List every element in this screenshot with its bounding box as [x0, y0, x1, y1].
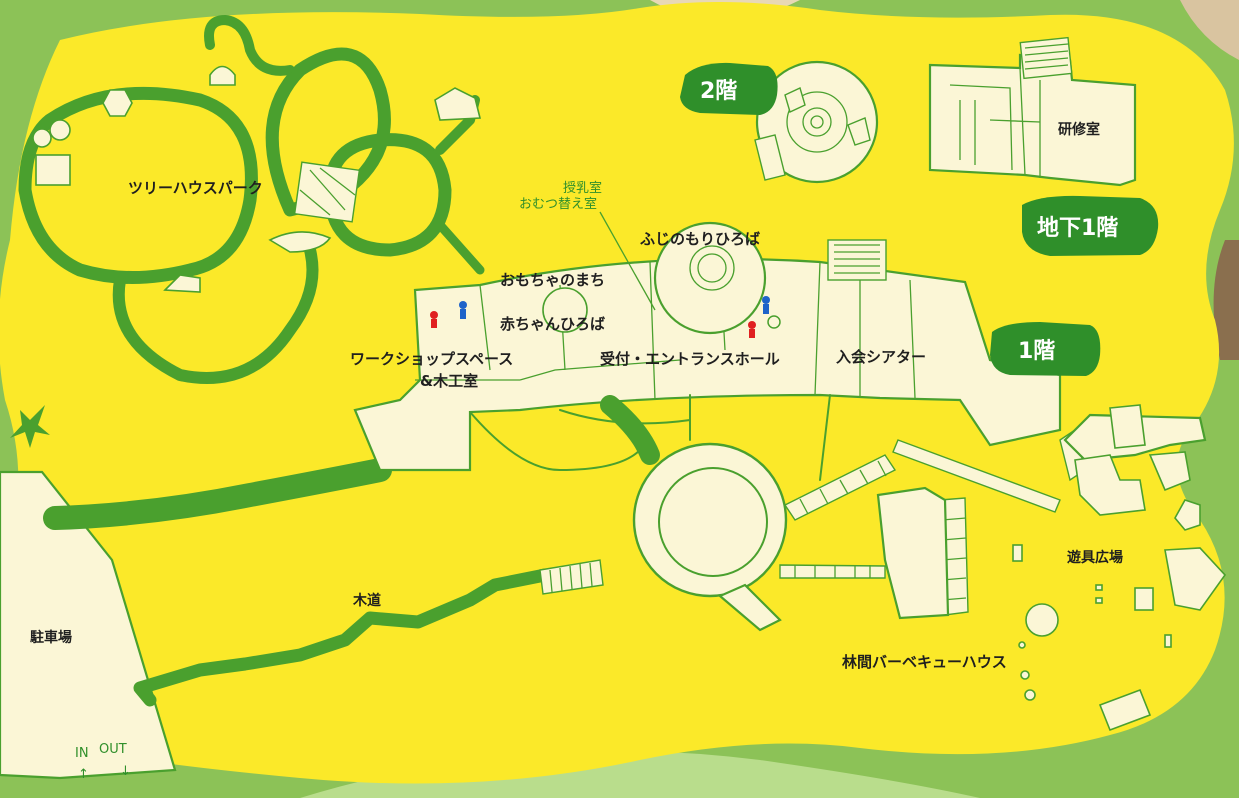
floor-badge-2f: 2階 [680, 62, 778, 115]
label-nursing-room: 授乳室 [563, 180, 602, 196]
entrance-in-label: IN [75, 746, 89, 761]
label-fuji-forest-plaza: ふじのもりひろば [640, 230, 760, 248]
label-parking: 駐車場 [30, 629, 72, 646]
label-theater: 入会シアター [836, 348, 926, 366]
restroom-icons [430, 296, 781, 338]
label-treehouse-park: ツリーハウスパーク [128, 179, 263, 197]
label-training-room: 研修室 [1058, 121, 1100, 138]
central-round-plaza-inner [658, 467, 768, 577]
baby-plaza-circle [542, 287, 588, 333]
floor-1f-label: 1階 [1018, 339, 1055, 364]
treehouse-park-paths [18, 15, 485, 384]
main-building-1f [353, 257, 1062, 472]
label-toy-town: おもちゃのまち [500, 271, 605, 289]
treehouse-icons [10, 65, 482, 448]
basement-building [928, 36, 1137, 187]
main-road-fill [45, 460, 390, 528]
fuji-forest-plaza-inner [689, 245, 735, 291]
nursing-room-pointer [599, 211, 656, 311]
entrance-out-arrow: ↓ [120, 764, 131, 779]
parking-lot [0, 470, 177, 780]
entrance-out-label: OUT [99, 742, 127, 757]
fuji-forest-plaza-dome [653, 221, 767, 335]
label-reception-hall: 受付・エントランスホール [600, 350, 780, 368]
label-playground: 遊具広場 [1067, 549, 1123, 566]
label-baby-plaza: 赤ちゃんひろば [500, 315, 605, 333]
yard-outlines [469, 394, 831, 481]
photo-edge-right [1213, 240, 1239, 360]
floor-2f-label: 2階 [700, 79, 737, 104]
label-diaper-room: おむつ替え室 [519, 196, 597, 212]
floor-2-building [754, 60, 879, 184]
photo-corner-right [1180, 0, 1239, 60]
stair-1f-north [827, 239, 887, 281]
floor-b1-label: 地下1階 [1037, 216, 1118, 241]
bbq-house [876, 486, 950, 620]
label-bbq-house: 林間バーベキューハウス [842, 653, 1007, 671]
floor-badge-1f: 1階 [990, 322, 1101, 376]
playground-structures [1012, 404, 1227, 732]
wooden-boardwalk-fill [135, 570, 550, 705]
floor-badge-b1: 地下1階 [1022, 195, 1159, 256]
label-workshop-space: ワークショップスペース [350, 350, 513, 368]
label-wooden-path: 木道 [352, 592, 381, 609]
entrance-in-arrow: ↑ [78, 767, 89, 782]
label-woodwork-room: &木工室 [420, 372, 478, 390]
central-plaza-tail [717, 583, 782, 632]
